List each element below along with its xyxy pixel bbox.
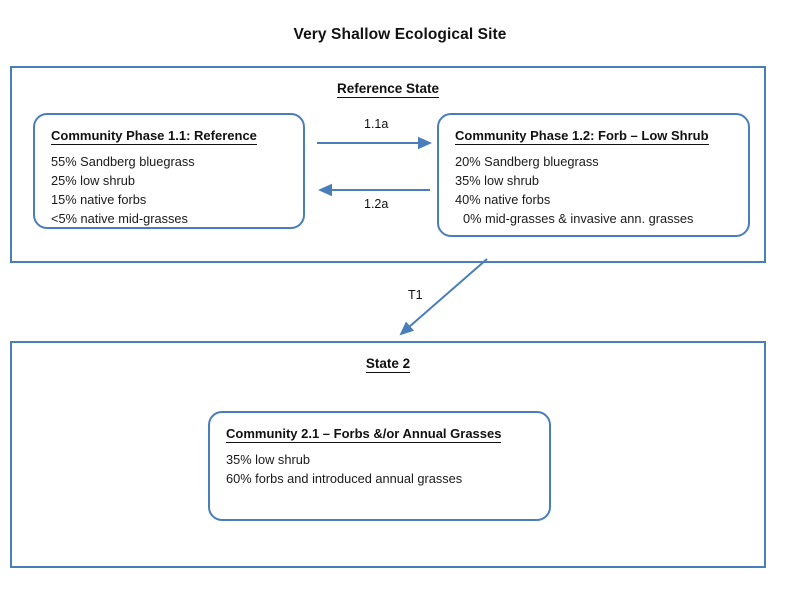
phase-line: 35% low shrub — [455, 173, 539, 188]
community-phase-1-1-lines: 55% Sandberg bluegrass 25% low shrub 15%… — [51, 152, 289, 228]
phase-line: 20% Sandberg bluegrass — [455, 154, 599, 169]
phase-line: 55% Sandberg bluegrass — [51, 154, 195, 169]
page-title: Very Shallow Ecological Site — [293, 26, 507, 43]
phase-line: 25% low shrub — [51, 173, 135, 188]
community-phase-1-2-box[interactable]: Community Phase 1.2: Forb – Low Shrub 20… — [437, 113, 750, 237]
state-heading-state-2: State 2 — [12, 356, 764, 373]
community-phase-2-1-box[interactable]: Community 2.1 – Forbs &/or Annual Grasse… — [208, 411, 551, 521]
state-heading-state-2-text: State 2 — [365, 356, 411, 373]
state-heading-reference-text: Reference State — [336, 81, 440, 98]
community-phase-1-1-box[interactable]: Community Phase 1.1: Reference 55% Sandb… — [33, 113, 305, 229]
state-heading-reference: Reference State — [12, 81, 764, 98]
state-box-state-2: State 2 — [10, 341, 766, 568]
transition-label-t1: T1 — [408, 288, 423, 302]
phase-line: <5% native mid-grasses — [51, 211, 188, 226]
community-phase-2-1-lines: 35% low shrub 60% forbs and introduced a… — [226, 450, 535, 488]
phase-line: 40% native forbs — [455, 192, 551, 207]
phase-line: 15% native forbs — [51, 192, 147, 207]
community-phase-2-1-title: Community 2.1 – Forbs &/or Annual Grasse… — [226, 426, 502, 443]
transition-label-1-2a: 1.2a — [364, 197, 389, 211]
phase-line: 60% forbs and introduced annual grasses — [226, 471, 463, 486]
phase-line: 0% mid-grasses & invasive ann. grasses — [463, 211, 694, 226]
community-phase-1-2-title: Community Phase 1.2: Forb – Low Shrub — [455, 128, 709, 145]
community-phase-1-2-lines: 20% Sandberg bluegrass 35% low shrub 40%… — [455, 152, 734, 228]
community-phase-1-1-title: Community Phase 1.1: Reference — [51, 128, 257, 145]
phase-line: 35% low shrub — [226, 452, 310, 467]
transition-label-1-1a: 1.1a — [364, 117, 389, 131]
